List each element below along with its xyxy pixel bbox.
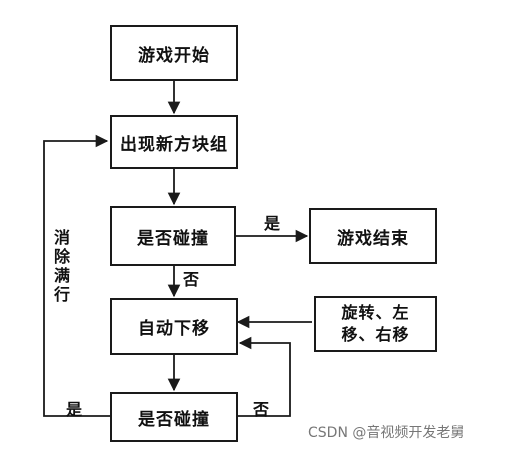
yes-label-to-end: 是: [264, 214, 281, 233]
controls-node: 旋转、左 移、右移: [314, 296, 437, 352]
controls-node-line1: 旋转、左: [341, 303, 410, 322]
end-node: 游戏结束: [309, 208, 437, 264]
collision-check-2-label: 是否碰撞: [138, 409, 210, 430]
controls-node-line2: 移、右移: [341, 325, 410, 344]
collision-check-label: 是否碰撞: [137, 228, 209, 249]
spawn-node: 出现新方块组: [110, 115, 238, 169]
yes-label-loop: 是: [66, 400, 83, 419]
arrow-check2-yes-to-spawn: [43, 134, 110, 417]
collision-check-2-node: 是否碰撞: [110, 392, 238, 442]
clear-rows-text: 消除满行: [53, 228, 70, 304]
arrow-check2-no-to-fall: [237, 336, 291, 417]
start-node-label: 游戏开始: [138, 45, 210, 66]
start-node: 游戏开始: [110, 25, 238, 81]
spawn-node-label: 出现新方块组: [120, 134, 228, 155]
clear-rows-label: 消除满行: [52, 228, 72, 304]
watermark: CSDN @音视频开发老舅: [308, 425, 465, 441]
no-label-loop: 否: [253, 400, 270, 419]
end-node-label: 游戏结束: [337, 228, 409, 249]
fall-node-label: 自动下移: [138, 319, 210, 339]
no-label-to-fall: 否: [183, 270, 200, 289]
collision-check-node: 是否碰撞: [110, 206, 236, 266]
fall-node: 自动下移: [110, 298, 238, 355]
